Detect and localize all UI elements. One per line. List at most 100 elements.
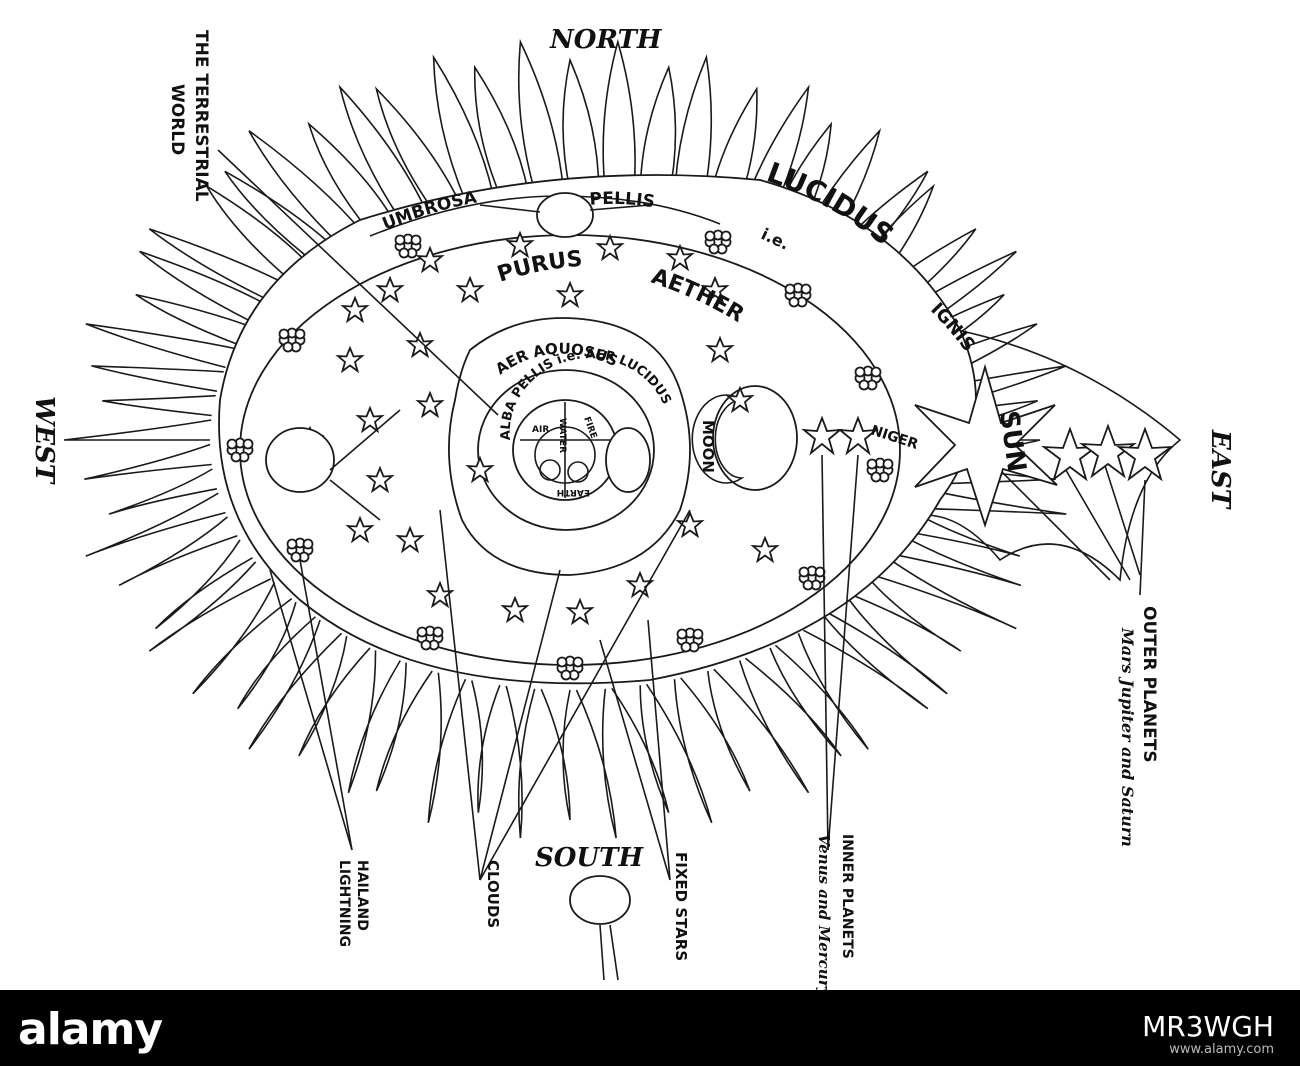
air-label: AIR	[532, 425, 549, 435]
feather	[639, 64, 677, 200]
pellis-label: PELLIS	[589, 189, 656, 212]
compass-east: EAST	[1205, 429, 1235, 510]
feather	[192, 582, 293, 695]
feather	[611, 685, 670, 814]
feather	[338, 84, 427, 220]
feather	[852, 578, 962, 652]
cloud-cluster	[556, 655, 584, 681]
feather	[471, 680, 501, 813]
feather	[85, 323, 236, 369]
compass-west: WEST	[29, 396, 59, 485]
leader-lines	[217, 149, 1146, 881]
outer-planets-caption: OUTER PLANETS	[1139, 606, 1159, 763]
sun	[914, 363, 1058, 528]
feather	[224, 170, 338, 264]
inner-planets-sub: Venus and Mercury	[815, 834, 833, 990]
feather	[139, 250, 268, 323]
inner-planets-caption: INNER PLANETS	[839, 834, 855, 959]
cloud-cluster	[394, 233, 422, 259]
hail-caption: HAILAND	[354, 860, 370, 931]
image-id: MR3WGH	[1142, 1010, 1274, 1043]
star	[465, 455, 495, 484]
feather	[673, 54, 713, 208]
feather	[473, 64, 529, 196]
cloud-clusters	[226, 229, 894, 681]
wind-heads	[265, 192, 651, 981]
feather	[248, 619, 343, 750]
feather	[85, 492, 226, 557]
star	[705, 335, 735, 364]
star	[665, 243, 695, 272]
star	[340, 295, 370, 324]
feather	[375, 662, 433, 792]
feather	[872, 557, 1017, 630]
star	[415, 390, 445, 419]
feather	[63, 419, 212, 441]
outer-planets-sub: Mars Jupiter and Saturn	[1118, 627, 1137, 847]
star	[345, 515, 375, 544]
feather	[890, 534, 1022, 587]
watermark-footer: alamy MR3WGH www.alamy.com	[0, 990, 1300, 1066]
feather	[347, 650, 401, 794]
star	[595, 233, 625, 262]
feather	[828, 598, 948, 695]
compass-south: SOUTH	[535, 843, 644, 873]
earth-label: EARTH	[557, 487, 590, 497]
inner-planet-stars	[801, 415, 879, 456]
moon	[712, 385, 798, 491]
alamy-url: www.alamy.com	[1169, 1042, 1274, 1057]
feather	[803, 616, 929, 710]
cloud-cluster	[286, 537, 314, 563]
star	[725, 385, 755, 414]
feather	[575, 688, 617, 839]
moon-label: MOON	[699, 420, 717, 473]
feather	[102, 394, 216, 417]
star	[675, 510, 705, 539]
cloud-cluster	[854, 365, 882, 391]
star	[500, 595, 530, 624]
cloud-cluster	[676, 627, 704, 653]
star	[335, 345, 365, 374]
feather	[206, 185, 312, 283]
cloud-cluster	[416, 625, 444, 651]
cloud-cluster	[784, 282, 812, 308]
feather	[540, 688, 571, 821]
star	[405, 330, 435, 359]
cloud-cluster	[866, 457, 894, 483]
crescent	[691, 394, 745, 484]
star	[750, 535, 780, 564]
feather	[517, 38, 565, 192]
feather	[374, 86, 461, 210]
feather	[248, 130, 366, 248]
feather	[236, 601, 316, 710]
terrestrial-label: THE TERRESTRIAL	[191, 30, 211, 202]
feather	[118, 516, 238, 587]
alamy-logo: alamy	[18, 1004, 163, 1055]
fixed-stars-caption: FIXED STARS	[672, 852, 690, 961]
feather	[562, 57, 600, 191]
feather	[108, 468, 218, 515]
water-label: WATER	[557, 418, 567, 453]
feather	[774, 633, 869, 750]
cloud-cluster	[704, 229, 732, 255]
star	[365, 465, 395, 494]
feather	[904, 511, 1021, 557]
feather	[505, 685, 536, 839]
feather	[84, 443, 212, 480]
star	[455, 275, 485, 304]
feather	[298, 635, 371, 757]
cloud-cluster	[226, 437, 254, 463]
feather	[135, 293, 250, 346]
feather	[148, 228, 288, 302]
feather	[432, 54, 495, 202]
feather	[154, 539, 253, 630]
east-flame-tail	[879, 319, 1182, 582]
star	[505, 230, 535, 259]
star	[375, 275, 405, 304]
compass-north: NORTH	[549, 25, 663, 55]
feather	[148, 561, 272, 652]
lightning-caption: LIGHTNING	[336, 860, 352, 947]
star	[565, 597, 595, 626]
feather	[744, 647, 842, 757]
